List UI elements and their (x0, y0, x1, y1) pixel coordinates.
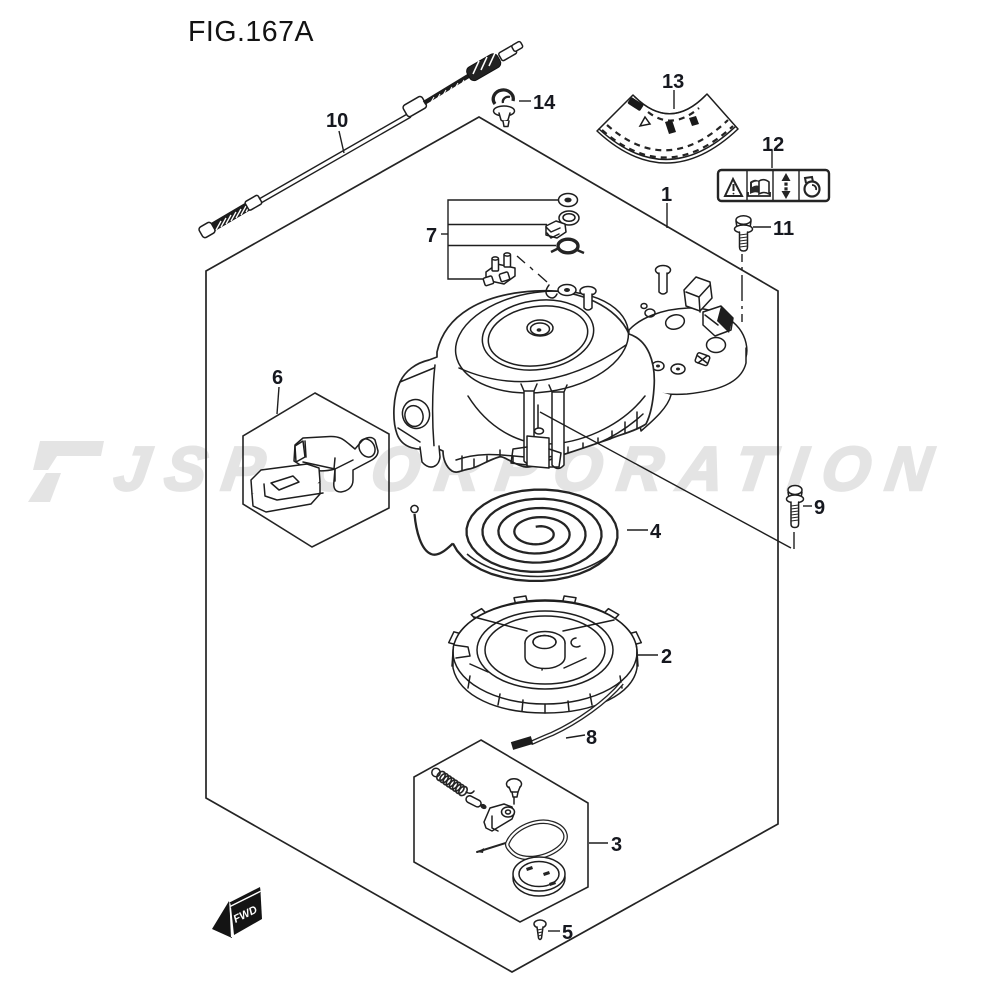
svg-text:9: 9 (814, 497, 825, 519)
svg-text:14: 14 (533, 92, 556, 114)
svg-text:2: 2 (661, 646, 672, 668)
svg-text:13: 13 (662, 71, 684, 93)
svg-text:12: 12 (762, 134, 784, 156)
svg-text:7: 7 (426, 225, 437, 247)
svg-text:4: 4 (650, 521, 662, 543)
svg-text:3: 3 (611, 834, 622, 856)
svg-text:6: 6 (272, 367, 283, 389)
svg-text:5: 5 (562, 922, 573, 944)
svg-text:1: 1 (661, 184, 672, 206)
svg-text:8: 8 (586, 727, 597, 749)
svg-text:FIG.167A: FIG.167A (188, 16, 314, 48)
svg-text:10: 10 (326, 110, 348, 132)
svg-text:11: 11 (773, 218, 794, 240)
